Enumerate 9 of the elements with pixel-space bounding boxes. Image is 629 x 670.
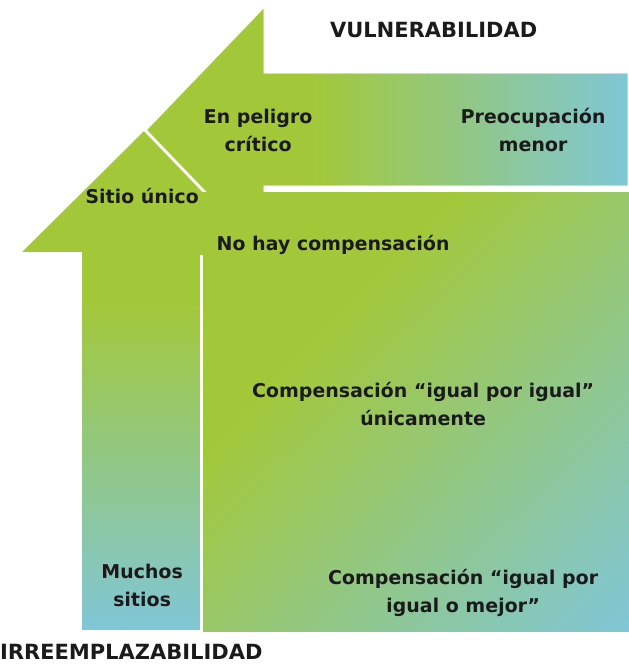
category-label: Compensación “igual por igual o mejor”	[326, 566, 599, 619]
category-label: Compensación “igual por igual” únicamente	[250, 379, 596, 432]
category-label: No hay compensación	[216, 232, 450, 257]
category-label: Sitio único	[84, 185, 200, 210]
category-label: Muchos sitios	[100, 560, 184, 613]
category-label: En peligro crítico	[202, 105, 314, 158]
axis-title: IRREEMPLAZABILIDAD	[0, 640, 262, 664]
axis-title: VULNERABILIDAD	[330, 18, 538, 42]
category-label: Preocupación menor	[460, 105, 606, 158]
